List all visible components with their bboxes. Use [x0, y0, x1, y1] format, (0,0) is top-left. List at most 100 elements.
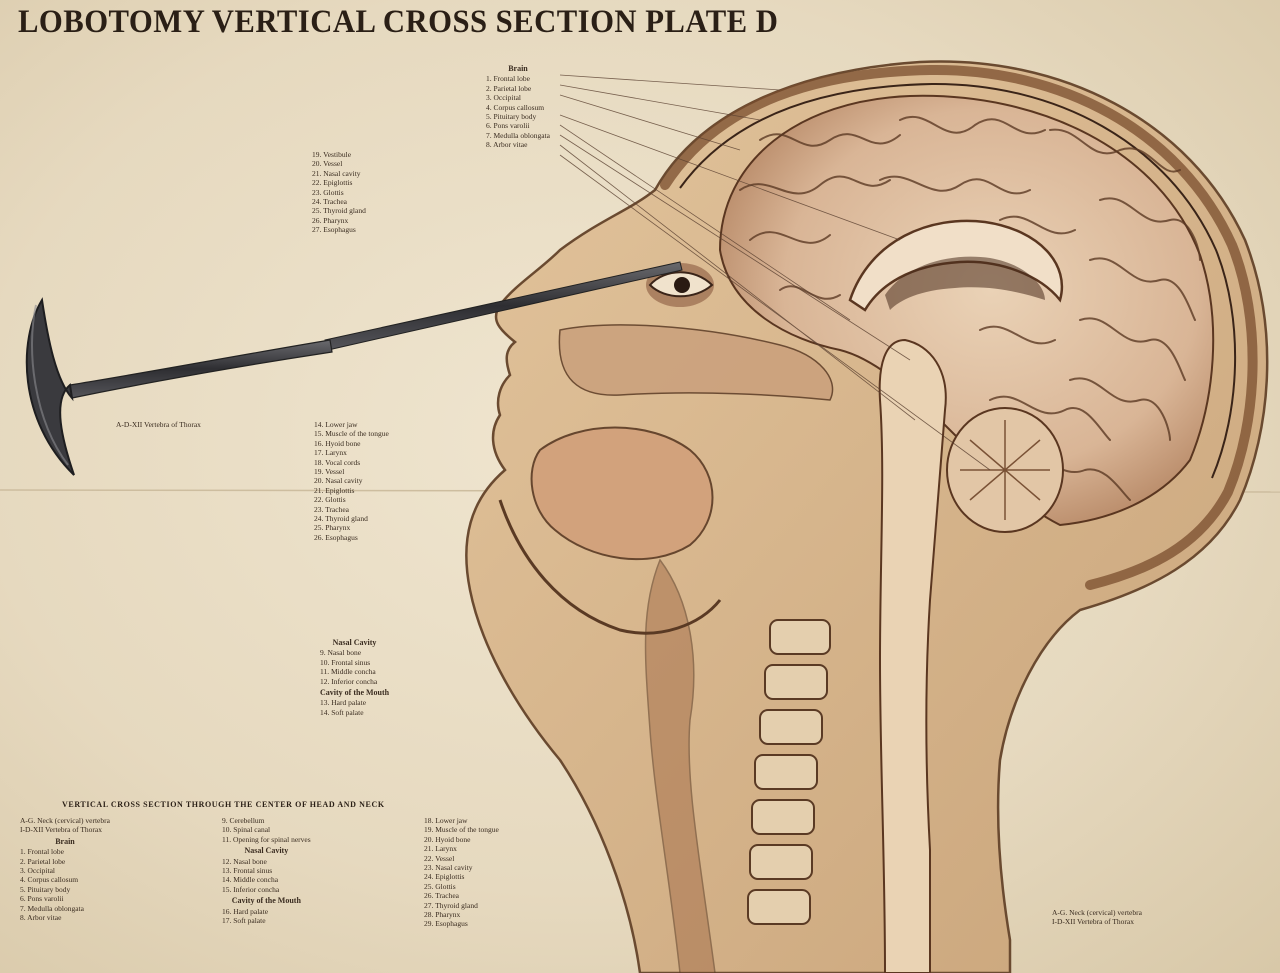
- legend-item: 2. Parietal lobe: [486, 83, 532, 93]
- legend-item: 23. Nasal cavity: [424, 863, 473, 873]
- legend-item: 8. Arbor vitae: [20, 913, 62, 923]
- legend-item: 12. Nasal bone: [222, 856, 267, 866]
- leader-lines: [559, 74, 991, 471]
- bottom-legend-col2: 9. Cerebellum 10. Spinal canal 11. Openi…: [222, 816, 311, 925]
- orbitoclast-instrument: [25, 261, 683, 476]
- legend-item: 19. Vessel: [314, 467, 345, 477]
- legend-item: 3. Occipital: [486, 93, 521, 103]
- brain-legend: Brain 1. Frontal lobe 2. Parietal lobe 3…: [486, 62, 550, 150]
- corner-note: A-G. Neck (cervical) vertebra I-D-XII Ve…: [1052, 908, 1142, 927]
- legend-item: 27. Thyroid gland: [424, 900, 478, 910]
- legend-item: 6. Pons varolii: [20, 894, 64, 904]
- legend-item: 12. Inferior concha: [320, 676, 378, 686]
- legend-item: 20. Vessel: [312, 159, 343, 169]
- mouth-cavity-heading: Cavity of the Mouth: [320, 688, 390, 698]
- legend-item: 6. Pons varolii: [486, 121, 530, 131]
- legend-item: 18. Vocal cords: [314, 457, 361, 467]
- dura-line: [679, 82, 1237, 479]
- legend-item: I-D-XII Vertebra of Thorax: [1052, 917, 1134, 927]
- legend-item: 5. Pituitary body: [486, 112, 537, 122]
- legend-item: 26. Esophagus: [314, 532, 358, 542]
- legend-item: 1. Frontal lobe: [486, 74, 530, 84]
- legend-item: 17. Soft palate: [222, 916, 266, 926]
- legend-item: 11. Middle concha: [320, 667, 376, 677]
- legend-item: 14. Middle concha: [222, 875, 279, 885]
- legend-item: 10. Frontal sinus: [320, 657, 371, 667]
- legend-item: A-G. Neck (cervical) vertebra: [1052, 908, 1142, 917]
- bottom-legend-heading: VERTICAL CROSS SECTION THROUGH THE CENTE…: [62, 800, 385, 809]
- legend-item: 7. Medulla oblongata: [20, 903, 84, 913]
- legend-item: 26. Pharynx: [312, 215, 349, 225]
- ventricle: [885, 256, 1045, 310]
- legend-item: 29. Esophagus: [424, 919, 468, 929]
- legend-item: 18. Lower jaw: [424, 816, 468, 825]
- legend-item: 3. Occipital: [20, 866, 55, 876]
- legend-item: 16. Hyoid bone: [314, 438, 361, 448]
- legend-item: 4. Corpus callosum: [20, 875, 79, 885]
- legend-item: 7. Medulla oblongata: [486, 130, 550, 140]
- legend-item: 1. Frontal lobe: [20, 847, 64, 857]
- legend-item: 23. Trachea: [314, 504, 349, 514]
- legend-item: 27. Esophagus: [312, 225, 356, 235]
- legend-item: 20. Hyoid bone: [424, 834, 471, 844]
- legend-item: 22. Glottis: [314, 495, 346, 505]
- bottom-legend-col1: A-G. Neck (cervical) vertebra I-D-XII Ve…: [20, 816, 110, 922]
- legend-item: 17. Larynx: [314, 448, 347, 458]
- legend-item: 25. Glottis: [424, 881, 456, 891]
- legend-item: 21. Epiglottis: [314, 485, 355, 495]
- legend-item: 24. Thyroid gland: [314, 514, 368, 524]
- legend-item: 21. Larynx: [424, 844, 457, 854]
- legend-item: 15. Muscle of the tongue: [314, 429, 389, 439]
- legend-item: 10. Spinal canal: [222, 825, 271, 835]
- bottom-legend-col3: 18. Lower jaw 19. Muscle of the tongue 2…: [424, 816, 499, 929]
- legend-item: 13. Hard palate: [320, 698, 367, 708]
- upper-legend: 19. Vestibule 20. Vessel 21. Nasal cavit…: [312, 150, 366, 235]
- brain-legend-heading: Brain: [508, 64, 528, 73]
- legend-item: 13. Frontal sinus: [222, 866, 273, 876]
- legend-item: 9. Cerebellum: [222, 816, 265, 825]
- skull-outline: [660, 64, 1258, 590]
- vertebrae: [747, 619, 831, 925]
- legend-item: 23. Glottis: [312, 187, 344, 197]
- middle-legend: 14. Lower jaw 15. Muscle of the tongue 1…: [314, 420, 389, 542]
- legend-item: 16. Hard palate: [222, 906, 269, 916]
- plate-title: LOBOTOMY VERTICAL CROSS SECTION PLATE D: [18, 4, 779, 40]
- legend-item: 21. Nasal cavity: [312, 168, 361, 178]
- tongue: [530, 426, 714, 561]
- legend-item: 19. Muscle of the tongue: [424, 825, 499, 835]
- legend-item: 9. Nasal bone: [320, 648, 362, 658]
- legend-item: 24. Trachea: [312, 197, 347, 207]
- vertebra-side-label: A-D-XII Vertebra of Thorax: [116, 420, 201, 429]
- legend-item: 4. Corpus callosum: [486, 102, 545, 112]
- legend-item: 15. Inferior concha: [222, 884, 280, 894]
- cavity-legend: Nasal Cavity 9. Nasal bone 10. Frontal s…: [320, 636, 389, 717]
- legend-item: A-G. Neck (cervical) vertebra: [20, 816, 110, 825]
- bottom-brain-heading: Brain: [55, 836, 75, 846]
- cerebrum: [718, 94, 1215, 527]
- legend-item: I-D-XII Vertebra of Thorax: [20, 825, 102, 835]
- legend-item: 22. Epiglottis: [312, 178, 353, 188]
- legend-item: 19. Vestibule: [312, 150, 352, 159]
- cerebellum: [946, 407, 1064, 533]
- legend-item: 14. Lower jaw: [314, 420, 358, 429]
- legend-item: 11. Opening for spinal nerves: [222, 834, 311, 844]
- legend-item: 8. Arbor vitae: [486, 140, 528, 150]
- nasal-cavity-heading: Nasal Cavity: [332, 638, 377, 647]
- airway: [644, 558, 716, 973]
- jaw-line: [498, 499, 722, 635]
- legend-item: 25. Thyroid gland: [312, 206, 366, 216]
- brainstem: [878, 338, 947, 973]
- legend-item: 22. Vessel: [424, 853, 455, 863]
- legend-item: 5. Pituitary body: [20, 884, 71, 894]
- nasal-cavity: [558, 324, 834, 401]
- legend-item: 26. Trachea: [424, 891, 459, 901]
- bottom-mouth-heading: Cavity of the Mouth: [231, 896, 301, 906]
- legend-item: 20. Nasal cavity: [314, 476, 363, 486]
- legend-item: 24. Epiglottis: [424, 872, 465, 882]
- bottom-nasal-heading: Nasal Cavity: [244, 846, 289, 856]
- legend-item: 14. Soft palate: [320, 707, 364, 717]
- legend-item: 2. Parietal lobe: [20, 856, 66, 866]
- legend-item: 28. Pharynx: [424, 910, 461, 920]
